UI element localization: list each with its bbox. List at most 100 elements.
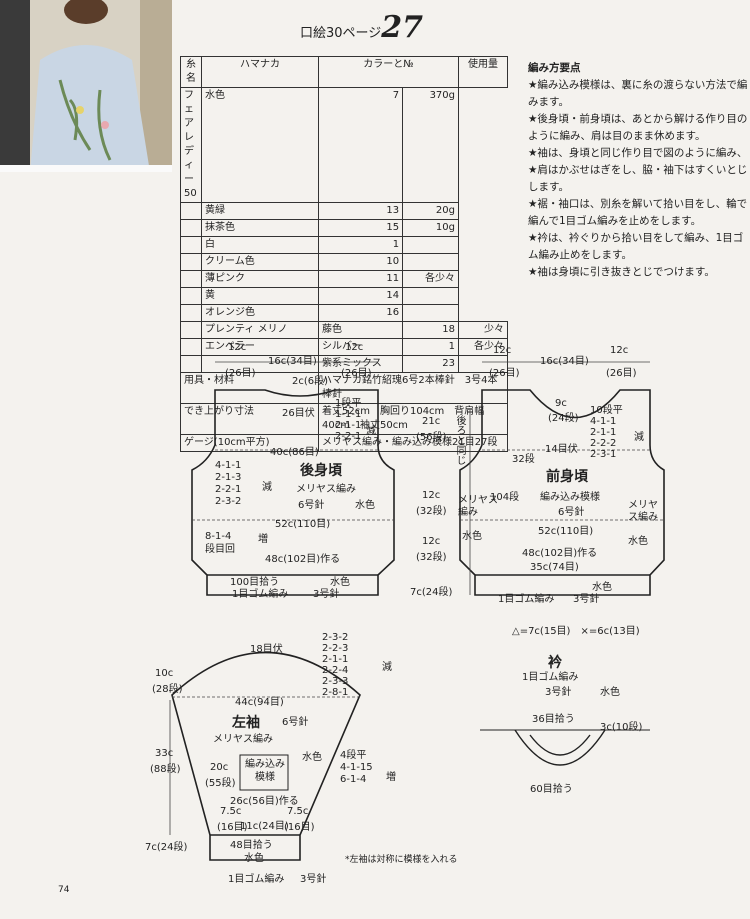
yarn-label-spacer — [180, 355, 202, 373]
yarn-amount — [402, 236, 459, 254]
front-side-height: 21c — [422, 416, 441, 427]
front-left-color: 水色 — [462, 531, 482, 542]
sleeve-rib-needle: 3号針 — [300, 874, 327, 885]
sleeve-cast-on: 26c(56目)作る — [230, 796, 299, 807]
yarn-label-spacer — [180, 338, 202, 356]
instructions-title: 編み方要点 — [528, 62, 581, 74]
sleeve-note: *左袖は対称に模様を入れる — [345, 855, 458, 865]
collar-needle: 3号針 — [545, 687, 572, 698]
back-top-middle: 16c(34目) — [268, 356, 317, 367]
front-h12a: 12c — [422, 490, 441, 501]
yarn-name: プレンティ メリノ — [201, 321, 319, 339]
back-armhole-dec-label: 減 — [262, 482, 272, 493]
front-rib-needle: 3号針 — [573, 594, 600, 605]
back-neck-bindoff: 26目伏 — [282, 408, 315, 419]
front-104-rows: 104段 — [490, 492, 520, 503]
front-top-right-stitches: (26目) — [606, 368, 637, 379]
yarn-name — [180, 219, 202, 237]
front-cast-on: 48c(102目)作る — [522, 548, 598, 559]
yarn-name: フェアレディー50 — [180, 87, 202, 203]
yarn-name — [180, 287, 202, 305]
yarn-name — [180, 304, 202, 322]
collar-rib: 1目ゴム編み — [522, 672, 579, 683]
yarn-number: 13 — [317, 202, 404, 220]
yarn-number: 7 — [317, 87, 404, 203]
yarn-name — [180, 236, 202, 254]
sleeve-inc-label: 増 — [386, 772, 396, 783]
instruction-item: ★袖は、身頃と同じ作り目で図のように編み、 — [528, 147, 748, 159]
sleeve-stitch: メリヤス編み — [213, 734, 273, 745]
sleeve-cap-height: 10c — [155, 668, 174, 679]
sleeve-h20: 20c — [210, 762, 229, 773]
legend: △=7c(15目) ×=6c(13目) — [512, 626, 640, 637]
instruction-item: ★衿は、衿ぐりから拾い目をして編み、1目ゴム編み止めをします。 — [528, 232, 744, 261]
front-width-52: 52c(110目) — [538, 526, 594, 537]
collar-height: 3c(10段) — [600, 722, 643, 733]
back-neck-rows: 2c(6段) — [292, 376, 329, 387]
yarn-color: 抹茶色 — [201, 219, 319, 237]
yarn-name-label: 糸名 — [180, 56, 202, 88]
yarn-color: クリーム色 — [201, 253, 319, 271]
front-neck-dec-label: 減 — [634, 432, 644, 443]
back-rib-color: 水色 — [330, 577, 350, 588]
front-32-rows: 32段 — [512, 454, 535, 465]
yarn-amount: 各少々 — [402, 270, 459, 288]
header-color-no: カラーと№ — [318, 56, 459, 88]
front-neck-bindoff: 14目伏 — [545, 444, 578, 455]
back-inc-label: 増 — [258, 534, 268, 545]
back-rib: 1目ゴム編み — [232, 589, 289, 600]
yarn-color: 薄ピンク — [201, 270, 319, 288]
front-neck: 9c — [555, 398, 567, 409]
sweater-photo — [0, 0, 172, 172]
instructions: 編み方要点 ★編み込み模様は、裏に糸の渡らない方法で編みます。 ★後身頃・前身頃… — [528, 60, 750, 281]
sweater-photo-drawing — [0, 0, 172, 172]
yarn-amount: 370g — [402, 87, 459, 203]
front-same-as-back: 後ろと同じ — [454, 415, 465, 465]
front-stitch: 編み込み模様 — [540, 492, 600, 503]
sleeve-h7: 7c(24段) — [145, 842, 188, 853]
front-top-right: 12c — [610, 345, 629, 356]
back-cast-on: 48c(102目)作る — [265, 554, 341, 565]
front-top-left-stitches: (26目) — [489, 368, 520, 379]
front-needle: 6号針 — [558, 507, 585, 518]
yarn-name — [180, 202, 202, 220]
sleeve-w11: 11c(24目) — [240, 821, 289, 832]
instruction-item: ★後身頃・前身頃は、あとから解ける作り目のように編み、肩は目のまま休めます。 — [528, 113, 748, 142]
sleeve-color: 水色 — [302, 752, 322, 763]
yarn-color: 黄緑 — [201, 202, 319, 220]
yarn-name — [180, 270, 202, 288]
sleeve-rib-color: 水色 — [244, 853, 264, 864]
front-neck-rows: (24段) — [548, 413, 579, 424]
yarn-number: 11 — [317, 270, 404, 288]
yarn-color: 白 — [201, 236, 319, 254]
collar-outline — [514, 729, 606, 766]
sleeve-pattern: 編み込み模様 — [245, 759, 285, 783]
back-top-left-stitches: (26目) — [225, 368, 256, 379]
collar-title: 衿 — [548, 655, 562, 671]
front-h12b: 12c — [422, 536, 441, 547]
front-top-middle: 16c(34目) — [540, 356, 589, 367]
sleeve-w75b: 7.5c — [287, 806, 309, 817]
back-width-52: 52c(110目) — [275, 519, 331, 530]
yarn-amount — [402, 287, 459, 305]
front-width-35: 35c(74目) — [530, 562, 579, 573]
back-stitch: メリヤス編み — [296, 484, 356, 495]
header-usage: 使用量 — [458, 56, 508, 88]
front-left-stitch: メリヤス編み — [458, 495, 498, 518]
back-neck-dec-label: 減 — [366, 426, 376, 437]
yarn-color: 藤色 — [317, 321, 404, 339]
front-top-left: 12c — [493, 345, 512, 356]
front-side-rows: (56段) — [416, 432, 447, 443]
